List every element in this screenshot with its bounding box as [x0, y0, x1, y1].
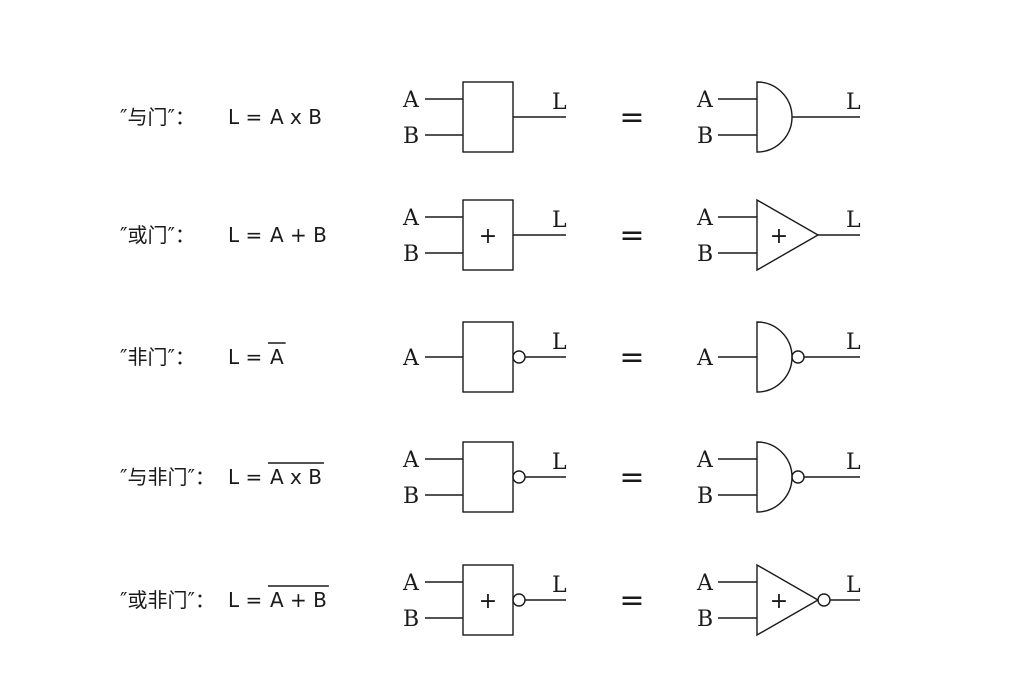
equals-sign: = [619, 460, 644, 495]
output-label: L [846, 208, 861, 233]
input-label: A [696, 448, 714, 473]
input-label: B [697, 124, 713, 149]
formula-expression: A x B [270, 465, 322, 489]
inversion-bubble [817, 593, 831, 607]
gate-name: ″非门″： [120, 345, 195, 369]
and-gate-shape [756, 441, 793, 513]
gate-name: ″或门″： [120, 223, 195, 247]
equals-sign: = [619, 583, 644, 618]
output-label: L [552, 450, 567, 475]
equals-sign: = [619, 340, 644, 375]
not-gate-row: ″非门″： L = A A L = A L [120, 321, 861, 393]
input-label: A [402, 448, 420, 473]
output-label: L [846, 450, 861, 475]
gate-name: ″与非门″： [120, 465, 215, 489]
input-label: A [402, 346, 420, 371]
formula-expression: A + B [270, 588, 327, 612]
input-label: A [696, 571, 714, 596]
output-label: L [552, 90, 567, 115]
gate-box [462, 441, 514, 513]
gate-box [462, 81, 514, 153]
output-label: L [846, 330, 861, 355]
or-symbol: + [770, 589, 788, 614]
formula-prefix: L = [228, 465, 262, 489]
or-symbol: + [479, 589, 497, 614]
output-label: L [846, 90, 861, 115]
equals-sign: = [619, 100, 644, 135]
gate-name: ″与门″： [120, 105, 195, 129]
input-label: A [402, 206, 420, 231]
and-gate-shape [756, 81, 793, 153]
input-label: B [697, 607, 713, 632]
input-label: A [696, 206, 714, 231]
formula-prefix: L = [228, 105, 262, 129]
formula-expression: A [270, 345, 284, 369]
and-gate-shape [756, 321, 793, 393]
input-label: A [402, 88, 420, 113]
formula-expression: A + B [270, 223, 327, 247]
input-label: B [403, 124, 419, 149]
input-label: A [696, 346, 714, 371]
or-gate-triangle [756, 198, 820, 272]
output-label: L [552, 573, 567, 598]
nor-gate-row: ″或非门″：L = A + BAB+L=+ABL [120, 563, 861, 637]
inversion-bubble [512, 350, 526, 364]
or-symbol: + [479, 224, 497, 249]
inversion-bubble [791, 470, 805, 484]
equals-sign: = [619, 218, 644, 253]
formula-expression: A x B [270, 105, 322, 129]
or-gate-row: ″或门″：L = A + BAB+L=+ABL [120, 198, 861, 272]
formula-prefix: L = [228, 345, 262, 369]
output-label: L [846, 573, 861, 598]
formula-prefix: L = [228, 223, 262, 247]
output-label: L [552, 208, 567, 233]
input-label: B [403, 484, 419, 509]
formula-prefix: L = [228, 588, 262, 612]
inversion-bubble [791, 350, 805, 364]
gate-name: ″或非门″： [120, 588, 215, 612]
input-label: B [403, 242, 419, 267]
output-label: L [552, 330, 567, 355]
gate-box [462, 321, 514, 393]
input-label: B [697, 484, 713, 509]
input-label: A [696, 88, 714, 113]
inversion-bubble [512, 593, 526, 607]
or-gate-triangle [756, 563, 820, 637]
or-symbol: + [770, 224, 788, 249]
input-label: B [697, 242, 713, 267]
input-label: A [402, 571, 420, 596]
inversion-bubble [512, 470, 526, 484]
input-label: B [403, 607, 419, 632]
